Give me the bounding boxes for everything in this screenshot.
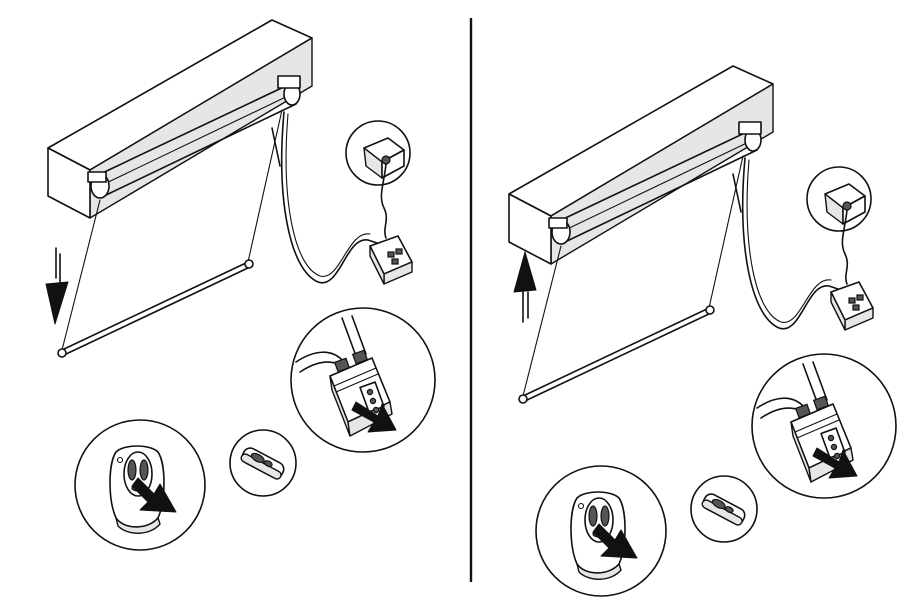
panel-left (45, 19, 436, 551)
arrow-up-icon (513, 251, 537, 323)
panel-right (508, 65, 897, 597)
arrow-down-icon (45, 247, 69, 325)
